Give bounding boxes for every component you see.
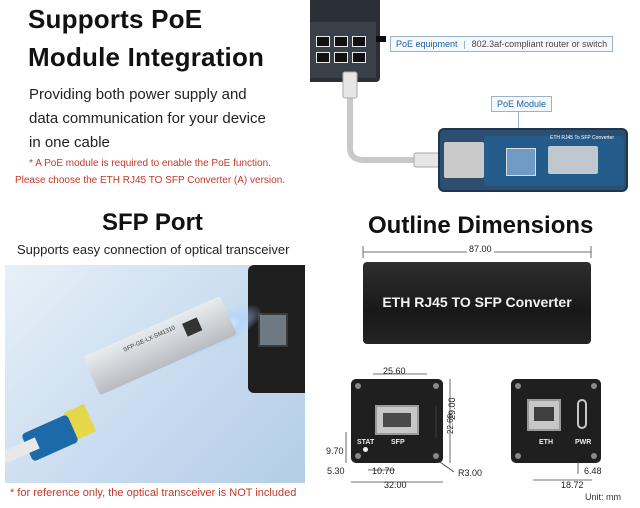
- network-cable: [342, 71, 441, 168]
- unit-label: Unit: mm: [585, 492, 621, 502]
- label-eth: ETH: [539, 439, 553, 446]
- cable-path: [347, 74, 425, 163]
- dim-18-72: 18.72: [561, 480, 584, 490]
- front-face: STAT SFP: [351, 379, 443, 463]
- board-rj45-jack: [444, 142, 484, 178]
- poe-module-leader: [518, 112, 519, 134]
- dim-r3: R3.00: [458, 468, 483, 478]
- dim-22-60: 22.60: [446, 413, 455, 434]
- label-stat: STAT: [357, 439, 375, 446]
- board-text: ETH RJ45 To SFP Converter: [550, 135, 615, 141]
- switch-port: [352, 52, 366, 63]
- screw: [591, 453, 597, 459]
- outline-title: Outline Dimensions: [368, 212, 594, 239]
- poe-equipment-value: 802.3af-compliant router or switch: [471, 39, 608, 49]
- cable-plug-top: [342, 71, 358, 99]
- converter-case-top: [363, 262, 591, 344]
- dim-87: 87.00: [467, 244, 494, 254]
- poe-equipment-tag: PoE equipment 802.3af-compliant router o…: [390, 36, 614, 52]
- sfp-logo: [182, 317, 203, 337]
- dim-6-48: 6.48: [584, 466, 602, 476]
- screw: [515, 453, 521, 459]
- sfp-port: [375, 405, 419, 435]
- poe-module-tag: PoE Module: [491, 96, 553, 112]
- usb-c-port: [577, 399, 587, 429]
- dim-leader: [439, 461, 455, 473]
- screw: [433, 383, 439, 389]
- poe-note-line1: * A PoE module is required to enable the…: [29, 158, 271, 169]
- sfp-title: SFP Port: [102, 209, 203, 236]
- label-pwr: PWR: [575, 439, 592, 446]
- poe-title-line1: Supports PoE: [28, 4, 203, 34]
- poe-module-label: PoE Module: [497, 99, 547, 109]
- poe-note-line2: Please choose the ETH RJ45 TO SFP Conver…: [14, 175, 286, 186]
- sfp-subtitle: Supports easy connection of optical tran…: [17, 242, 290, 257]
- converter-case-label: ETH RJ45 TO SFP Converter: [382, 294, 572, 310]
- screw: [433, 453, 439, 459]
- dim-25-60: 25.60: [383, 366, 406, 376]
- screw: [355, 453, 361, 459]
- sfp-transceiver-text: SFP-GE-LX-SM1310: [122, 325, 177, 354]
- poe-converter-board: ETH RJ45 To SFP Converter: [438, 128, 628, 192]
- stat-led: [363, 447, 368, 452]
- sfp-footnote: * for reference only, the optical transc…: [10, 487, 297, 499]
- switch-port: [316, 52, 330, 63]
- dim-32-00: 32.00: [384, 480, 407, 490]
- cable-plug-right: [413, 152, 441, 168]
- dim-5-30: 5.30: [327, 466, 345, 476]
- poe-desc-line3: in one cable: [29, 134, 110, 151]
- sfp-photo: SFP-GE-LX-SM1310: [5, 265, 305, 483]
- board-sfp-cage: [548, 146, 598, 174]
- screw: [515, 383, 521, 389]
- dim-9-70: 9.70: [326, 446, 344, 456]
- back-face: ETH PWR: [511, 379, 601, 463]
- screw: [591, 383, 597, 389]
- tag-divider: [464, 40, 466, 49]
- poe-desc-line2: data communication for your device: [29, 110, 266, 127]
- poe-title-line2: Module Integration: [28, 42, 265, 72]
- poe-desc-line1: Providing both power supply and: [29, 86, 247, 103]
- poe-equipment-key: PoE equipment: [396, 39, 458, 49]
- switch-edge: [376, 36, 386, 42]
- sfp-port-inner: [383, 413, 411, 427]
- switch-port: [334, 36, 348, 47]
- dim-10-70: 10.70: [372, 466, 395, 476]
- switch-port: [316, 36, 330, 47]
- switch-port: [352, 36, 366, 47]
- poe-switch-face: [310, 22, 376, 78]
- lc-connector: [21, 414, 79, 462]
- switch-port: [334, 52, 348, 63]
- board-poe-module: [506, 148, 536, 176]
- screw: [355, 383, 361, 389]
- sfp-cage-opening: [258, 313, 288, 347]
- dim-left-face: [345, 373, 455, 483]
- eth-port-inner: [534, 407, 554, 421]
- eth-port: [527, 399, 561, 431]
- label-sfp: SFP: [391, 439, 405, 446]
- dim-back-face: [533, 462, 592, 481]
